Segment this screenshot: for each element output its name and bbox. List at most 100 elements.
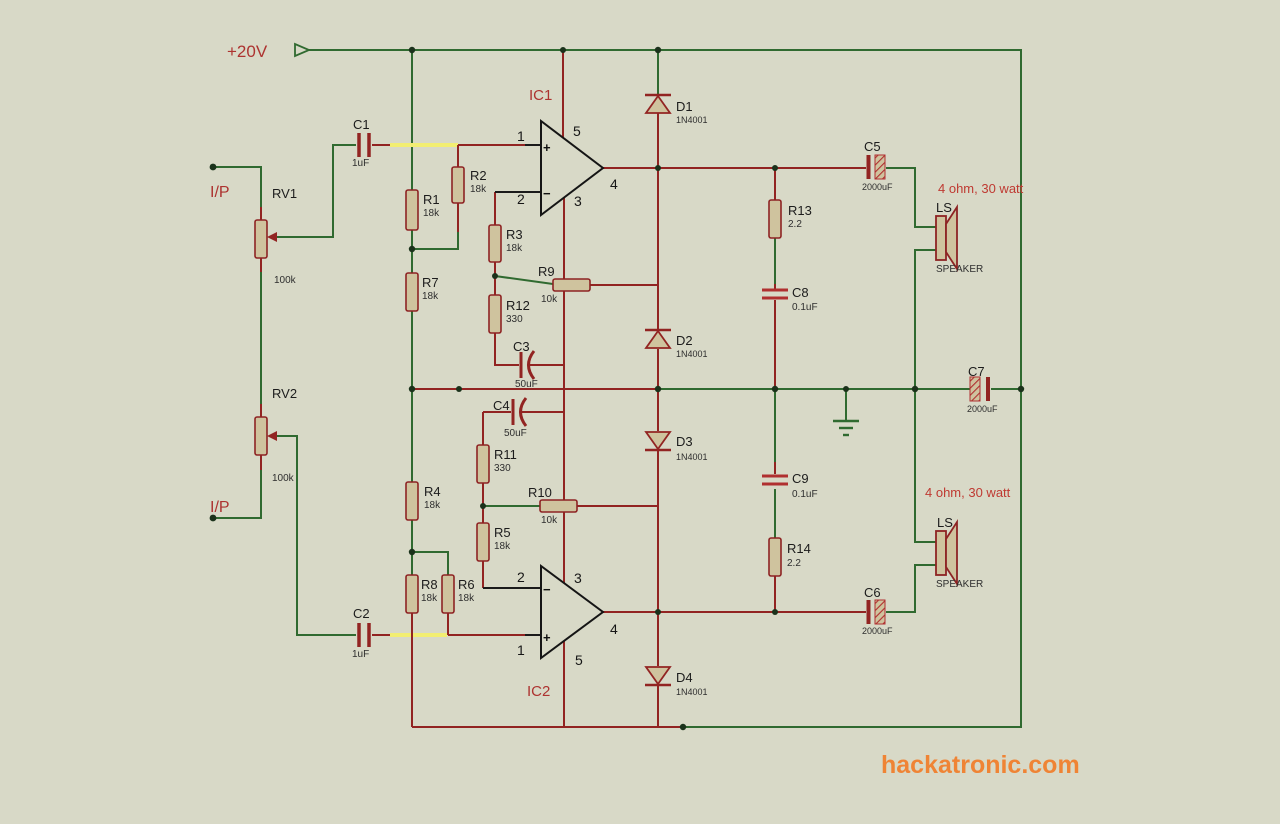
- resistor-R1-value: 18k: [423, 208, 440, 219]
- potentiometer-RV2-value: 100k: [272, 473, 295, 484]
- resistor-R7-ref: R7: [422, 275, 439, 290]
- resistor-R2-value: 18k: [470, 184, 487, 195]
- ic2-pin3-number: 3: [574, 570, 582, 586]
- capacitor-C9-value: 0.1uF: [792, 489, 818, 500]
- ic2-pin5-number: 5: [575, 652, 583, 668]
- potentiometer-RV1-body: [254, 219, 268, 259]
- resistor-R10-ref: R10: [528, 485, 552, 500]
- resistor-R4-body: [405, 481, 419, 521]
- resistor-R4-ref: R4: [424, 484, 441, 499]
- diode-D1-icon: [644, 94, 672, 114]
- capacitor-C7-ref: C7: [968, 364, 985, 379]
- resistor-R8-ref: R8: [421, 577, 438, 592]
- input-bottom-label: I/P: [210, 499, 230, 516]
- resistor-R5-value: 18k: [494, 541, 511, 552]
- ic1-pin4-number: 4: [610, 176, 618, 192]
- resistor-R9-value: 10k: [541, 294, 558, 305]
- capacitor-C5-ref: C5: [864, 139, 881, 154]
- resistor-R3-body: [488, 224, 502, 263]
- junction-dot: [655, 165, 661, 171]
- potentiometer-RV2-ref: RV2: [272, 386, 297, 401]
- resistor-R6-value: 18k: [458, 593, 475, 604]
- capacitor-C8-ref: C8: [792, 285, 809, 300]
- capacitor-C5-plates-icon: [866, 154, 886, 180]
- opamp-IC2-ref: IC2: [527, 683, 550, 700]
- speaker-bottom-icon: [935, 530, 947, 576]
- resistor-R2-ref: R2: [470, 168, 487, 183]
- resistor-R11-body: [476, 444, 490, 484]
- resistor-R7-body: [405, 272, 419, 312]
- junction-dot: [654, 385, 662, 393]
- capacitor-C2-ref: C2: [353, 606, 370, 621]
- diode-D4-value: 1N4001: [676, 687, 708, 697]
- capacitor-C1-value: 1uF: [352, 158, 369, 169]
- input-top-label: I/P: [210, 184, 230, 201]
- capacitor-C1-plates-icon: [357, 133, 371, 157]
- capacitor-C2-plates-icon: [357, 623, 371, 647]
- junction-dot: [408, 245, 416, 253]
- junction-dot: [655, 609, 661, 615]
- ic2-pin1-number: 1: [517, 642, 525, 658]
- resistor-R13-value: 2.2: [788, 219, 802, 230]
- resistor-R6-body: [441, 574, 455, 614]
- junction-dot: [408, 548, 416, 556]
- speaker-top-rating: 4 ohm, 30 watt: [938, 181, 1024, 196]
- junction-dot: [1017, 385, 1025, 393]
- junction-dot: [209, 514, 217, 522]
- diode-D1-ref: D1: [676, 99, 693, 114]
- capacitor-C8-plates-icon: [762, 288, 788, 300]
- speaker-top-ref: LS: [936, 200, 952, 215]
- potentiometer-RV1-wiper-arrow-icon: [267, 232, 277, 242]
- speaker-top-icon: [935, 215, 947, 261]
- capacitor-C2-value: 1uF: [352, 649, 369, 660]
- diode-D2-value: 1N4001: [676, 349, 708, 359]
- ic1-plus-sign: +: [543, 140, 551, 155]
- junction-dot: [492, 273, 498, 279]
- capacitor-C3-plates-icon: [519, 350, 536, 380]
- capacitor-C6-value: 2000uF: [862, 626, 893, 636]
- capacitor-C5-value: 2000uF: [862, 182, 893, 192]
- potentiometer-RV1-value: 100k: [274, 275, 297, 286]
- resistor-R3-ref: R3: [506, 227, 523, 242]
- junction-dot: [911, 385, 919, 393]
- power-net-label: +20V: [227, 42, 268, 61]
- resistor-R1-body: [405, 189, 419, 231]
- resistor-R5-body: [476, 522, 490, 562]
- diode-D4-icon: [644, 666, 672, 686]
- resistor-R9-ref: R9: [538, 264, 555, 279]
- ic1-minus-sign: −: [543, 186, 551, 201]
- ic1-pin5-number: 5: [573, 123, 581, 139]
- opamp-IC2-triangle: [540, 564, 605, 660]
- resistor-R14-body: [768, 537, 782, 577]
- capacitor-C3-ref: C3: [513, 339, 530, 354]
- diode-D3-ref: D3: [676, 434, 693, 449]
- junction-dot: [408, 385, 416, 393]
- resistor-R6-ref: R6: [458, 577, 475, 592]
- junction-dot: [843, 386, 849, 392]
- junction-dot: [654, 46, 662, 54]
- opamp-IC1-triangle: [540, 118, 605, 218]
- resistor-R10-body: [539, 499, 578, 513]
- speaker-bottom-ref: LS: [937, 515, 953, 530]
- resistor-R3-value: 18k: [506, 243, 523, 254]
- opamp-IC1-ref: IC1: [529, 87, 552, 104]
- ic2-plus-sign: +: [543, 630, 551, 645]
- resistor-R11-ref: R11: [494, 447, 517, 462]
- resistor-R1-ref: R1: [423, 192, 440, 207]
- diode-cathode-bars-icon: [645, 93, 671, 687]
- resistor-R8-value: 18k: [421, 593, 438, 604]
- junction-dot: [771, 385, 779, 393]
- resistor-R10-value: 10k: [541, 515, 558, 526]
- ground-icon: [833, 419, 859, 437]
- power-connector-icon: [294, 42, 312, 58]
- ic1-pin2-number: 2: [517, 191, 525, 207]
- capacitor-C3-value: 50uF: [515, 379, 538, 390]
- resistor-R12-value: 330: [506, 314, 523, 325]
- resistor-R2-body: [451, 166, 465, 204]
- capacitor-C8-value: 0.1uF: [792, 302, 818, 313]
- capacitor-C4-ref: C4: [493, 398, 510, 413]
- speaker-top-type: SPEAKER: [936, 264, 983, 275]
- capacitor-C7-value: 2000uF: [967, 404, 998, 414]
